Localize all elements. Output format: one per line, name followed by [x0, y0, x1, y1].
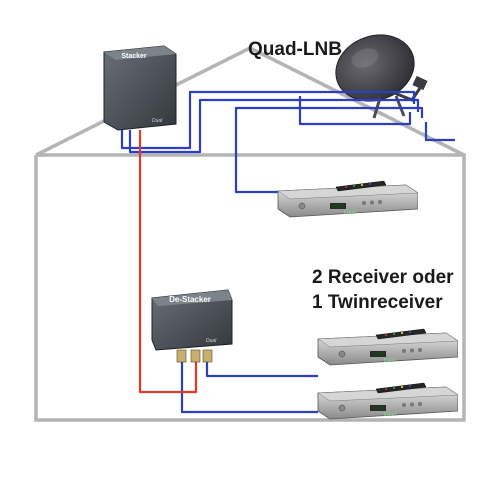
destacker-device: De-Stacker Dual	[151, 289, 233, 363]
receiver-bottom: 5000	[317, 382, 458, 420]
receiver-top: 5000	[277, 180, 418, 218]
cable-lnb-extra-1	[298, 96, 412, 126]
lnb-head	[412, 75, 428, 91]
receiver-bottom-display: 5000	[383, 411, 396, 418]
destacker-label: De-Stacker	[169, 295, 211, 304]
cable-destacker-receiver-a	[205, 362, 318, 378]
destacker-connectors	[176, 349, 213, 363]
receiver-middle-display: 5000	[383, 357, 396, 364]
dish-reflector	[335, 34, 415, 102]
receiver-top-display: 5000	[343, 209, 356, 216]
cable-lnb-stacker-2	[128, 98, 420, 154]
blue-cables	[120, 90, 455, 414]
red-cable	[138, 130, 198, 394]
label-receivers-line1: 2 Receiver oder	[312, 267, 454, 288]
cable-destacker-receiver-b	[180, 362, 318, 414]
cable-lnb-extra-2	[424, 122, 455, 142]
cable-lnb-receiver-top	[234, 106, 424, 194]
svg-text:Dual: Dual	[206, 338, 217, 344]
svg-text:Dual: Dual	[152, 118, 163, 124]
stacker-label: Stacker	[121, 53, 147, 60]
label-receivers-line2: 1 Twinreceiver	[312, 292, 443, 313]
cable-stacker-destacker	[138, 130, 198, 394]
stacker-device: Stacker Dual	[103, 45, 177, 131]
house-walls	[34, 153, 466, 422]
satellite-dish	[335, 34, 428, 119]
receiver-middle: 5000	[317, 328, 458, 366]
cable-lnb-stacker-1	[120, 90, 416, 150]
label-quad-lnb: Quad-LNB	[248, 39, 342, 60]
